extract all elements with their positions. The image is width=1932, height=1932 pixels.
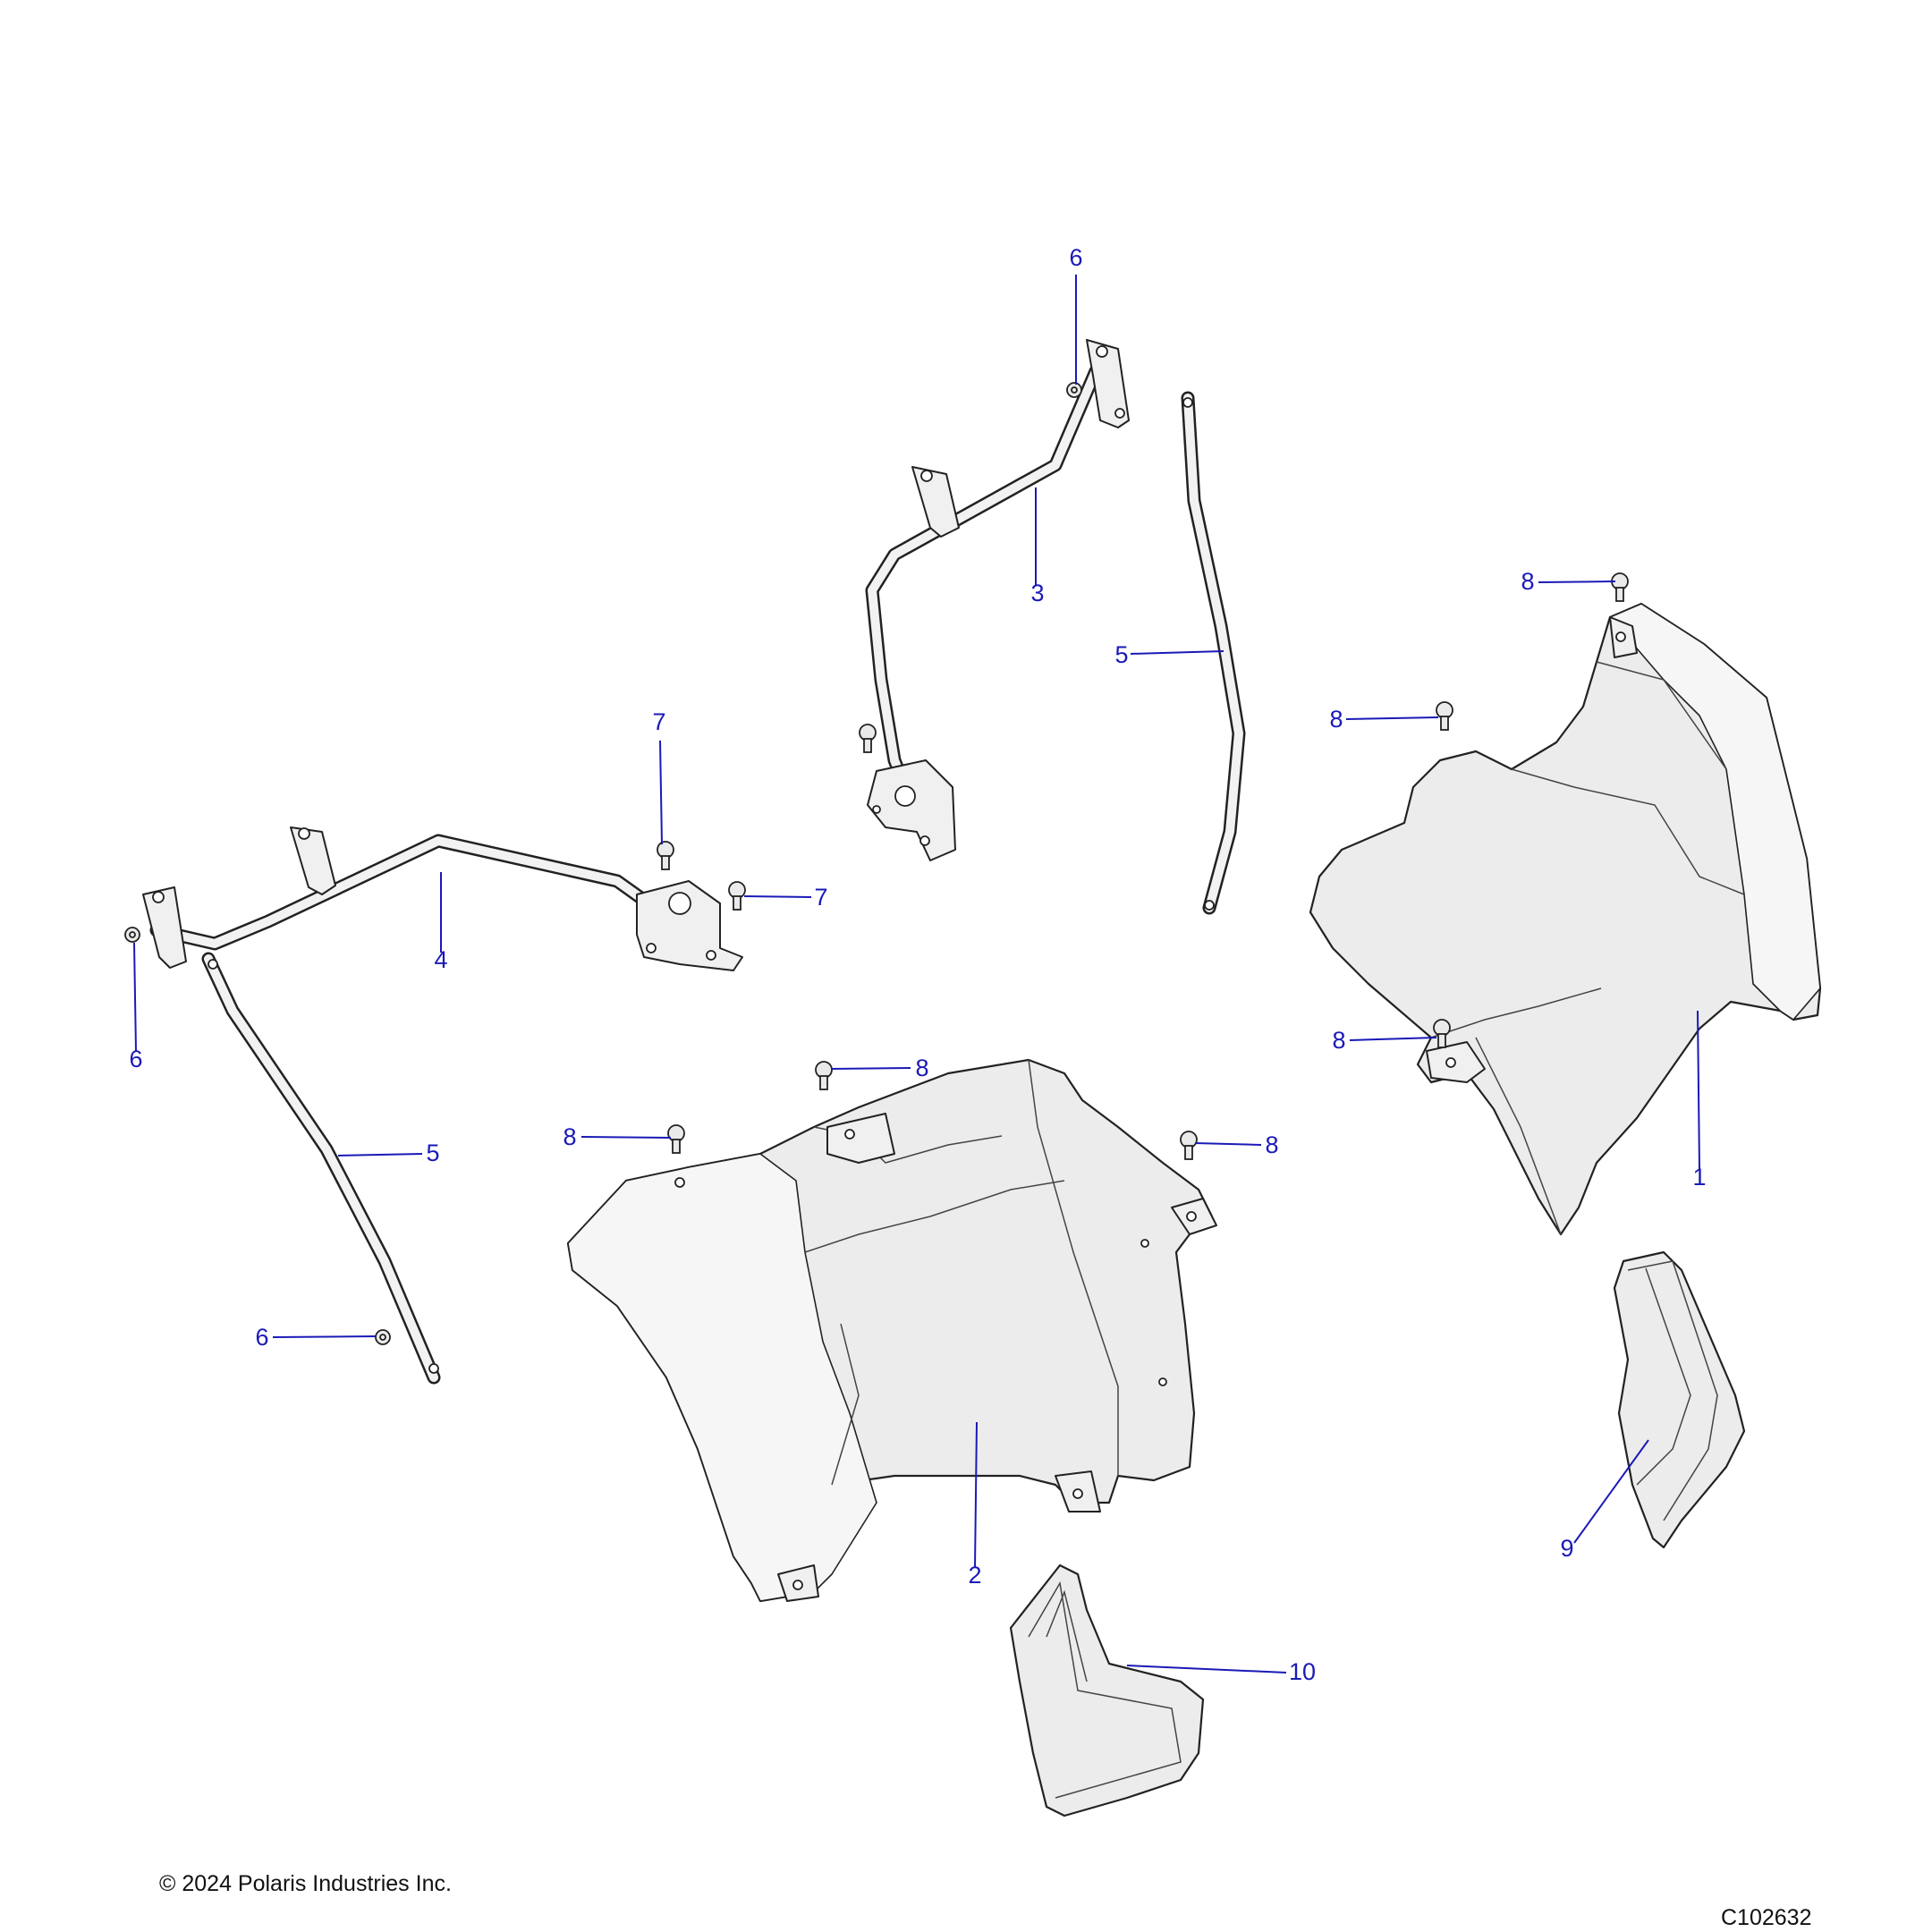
callout-leader (830, 1067, 911, 1070)
fastener-8-center-right (1180, 1131, 1198, 1160)
callout-label: 8 (1521, 568, 1534, 595)
callout-label: 6 (1069, 244, 1082, 271)
callout-leader (659, 740, 663, 845)
callout-label: 4 (434, 946, 447, 973)
callout-label: 5 (1114, 641, 1128, 668)
fastener-8-right-mid (1436, 701, 1453, 731)
callout-leader (337, 1153, 423, 1157)
callout-leader (1126, 1665, 1287, 1674)
callout-7: 7 (743, 884, 828, 911)
fastener-8-center-top (815, 1061, 833, 1090)
callout-1: 1 (1692, 1010, 1707, 1191)
fasteners (124, 382, 1629, 1345)
fastener-8-right-top (1611, 572, 1629, 602)
callout-label: 1 (1692, 1164, 1706, 1191)
callout-8: 8 (1521, 568, 1616, 595)
callout-label: 8 (1329, 706, 1343, 733)
callout-leader (1349, 1037, 1437, 1041)
callout-label: 9 (1560, 1535, 1573, 1562)
callout-leader (580, 1136, 672, 1139)
callout-6: 6 (1069, 244, 1083, 385)
callout-leader (1194, 1142, 1262, 1146)
callout-2: 2 (968, 1421, 982, 1589)
callout-4: 4 (434, 872, 448, 973)
callout-label: 6 (129, 1046, 142, 1072)
diagram-id: C102632 (1721, 1905, 1812, 1930)
fastener-7-top (859, 724, 877, 753)
part-9-pad (1613, 1250, 1746, 1549)
fastener-6-left (124, 927, 140, 943)
callout-8: 8 (563, 1123, 672, 1150)
callouts: 6 3 5 8 8 7 7 4 6 8 8 8 8 1 5 6 2 9 10 (129, 244, 1706, 1685)
callout-label: 8 (1332, 1027, 1345, 1054)
part-2-panel (566, 1058, 1217, 1603)
fastener-6-lower (375, 1329, 391, 1345)
callout-label: 10 (1289, 1658, 1316, 1685)
callout-5: 5 (337, 1140, 440, 1166)
callout-5: 5 (1114, 641, 1224, 668)
callout-leader (133, 942, 137, 1052)
callout-leader (1130, 650, 1224, 655)
part-5-strap-upper (1181, 391, 1246, 915)
callout-leader (1538, 580, 1616, 583)
callout-leader (974, 1421, 978, 1568)
callout-10: 10 (1126, 1658, 1316, 1685)
callout-label: 3 (1030, 580, 1044, 606)
part-1-panel (1309, 602, 1822, 1236)
fastener-8-right-low (1433, 1019, 1451, 1048)
copyright-notice: © 2024 Polaris Industries Inc. (159, 1871, 452, 1896)
part-4-brace (142, 826, 743, 971)
callout-label: 6 (255, 1324, 268, 1351)
callout-label: 2 (968, 1562, 981, 1589)
part-3-brace (865, 339, 1130, 861)
callout-label: 8 (563, 1123, 576, 1150)
callout-8: 8 (1194, 1131, 1279, 1158)
callout-label: 8 (1265, 1131, 1278, 1158)
fastener-8-center-left (667, 1124, 685, 1154)
callout-3: 3 (1030, 487, 1045, 606)
part-10-pad (1009, 1563, 1205, 1818)
part-5-strap-lower (201, 952, 441, 1385)
callout-9: 9 (1560, 1439, 1649, 1562)
callout-8: 8 (1332, 1027, 1437, 1054)
callout-leader (743, 895, 812, 898)
callout-8: 8 (830, 1055, 929, 1081)
fastener-7-left-top (657, 841, 674, 870)
fastener-7-left-right (728, 881, 746, 911)
callout-6: 6 (129, 942, 143, 1072)
fastener-6-top (1066, 382, 1082, 398)
callout-6: 6 (255, 1324, 377, 1351)
callout-leader (272, 1335, 377, 1338)
callout-leader (1573, 1439, 1649, 1544)
callout-label: 7 (814, 884, 827, 911)
callout-8: 8 (1329, 706, 1439, 733)
callout-label: 8 (915, 1055, 928, 1081)
callout-label: 5 (426, 1140, 439, 1166)
callout-leader (1697, 1010, 1700, 1170)
callout-leader (1345, 716, 1439, 720)
callout-7: 7 (652, 708, 666, 845)
callout-label: 7 (652, 708, 665, 735)
